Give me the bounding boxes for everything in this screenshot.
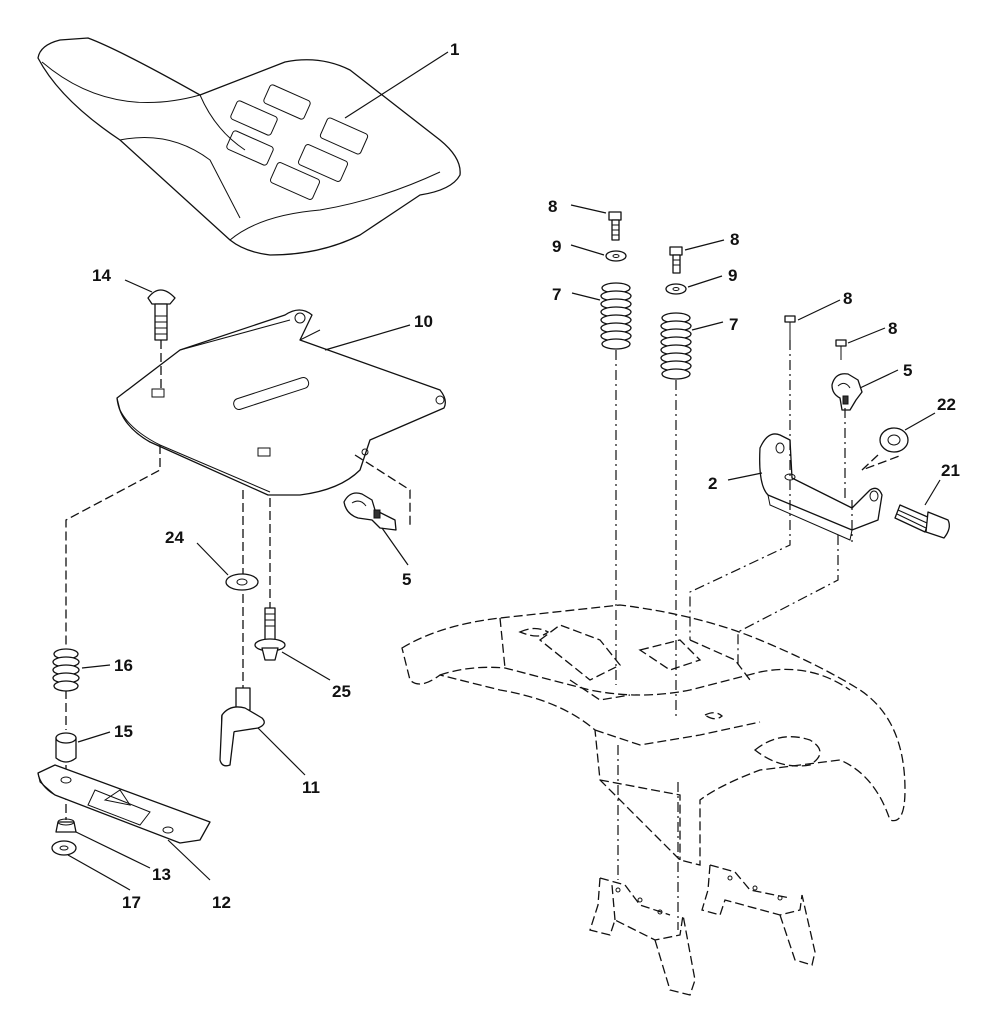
leader-line-16 <box>81 664 111 669</box>
seat-cushion-part <box>37 37 461 256</box>
leader-line-5b <box>859 369 899 389</box>
hex-bolt-part-1 <box>608 211 622 241</box>
callout-7: 7 <box>552 285 561 304</box>
callout-2: 2 <box>708 474 717 493</box>
washer-part <box>225 573 259 591</box>
callout-14: 14 <box>92 266 111 285</box>
carriage-bolt-part <box>147 289 176 341</box>
flat-washer-part-1 <box>605 250 627 262</box>
callout-25: 25 <box>332 682 351 701</box>
leader-line-10 <box>324 324 411 351</box>
hex-head-bolt-part <box>894 504 950 539</box>
centerline-8c <box>689 340 791 640</box>
callout-8: 8 <box>843 289 852 308</box>
leader-line-2 <box>727 472 763 481</box>
leader-line-8b <box>684 239 725 251</box>
leader-line-8c <box>797 299 841 321</box>
spacer-bushing-part <box>55 732 77 763</box>
leader-line-9a <box>570 244 605 256</box>
leader-line-25 <box>281 651 331 681</box>
shoulder-bolt-part <box>254 607 286 661</box>
hex-bolt-part-2 <box>669 246 683 274</box>
leader-line-22 <box>904 412 936 431</box>
callout-5: 5 <box>402 570 411 589</box>
coil-spring-part-2 <box>660 312 692 380</box>
flange-nut-part <box>879 427 909 453</box>
callout-8: 8 <box>548 197 557 216</box>
centerline-21 <box>737 535 839 665</box>
wire-clip-part-left <box>343 492 397 531</box>
callout-22: 22 <box>937 395 956 414</box>
callout-8: 8 <box>888 319 897 338</box>
leader-line-11 <box>257 727 306 776</box>
coil-spring-part-1 <box>600 282 632 350</box>
centerline-5b <box>844 408 853 542</box>
frame-rail-part <box>589 864 816 996</box>
leader-line-8d <box>847 327 886 344</box>
callout-12: 12 <box>212 893 231 912</box>
leader-line-15 <box>77 731 111 743</box>
callout-7: 7 <box>729 315 738 334</box>
flat-washer-part-2 <box>665 283 687 295</box>
centerline-16 <box>65 445 161 650</box>
callout-8: 8 <box>730 230 739 249</box>
callout-10: 10 <box>414 312 433 331</box>
seat-slide-plate-part <box>37 764 211 844</box>
callout-11: 11 <box>302 778 320 797</box>
callout-24: 24 <box>165 528 184 547</box>
callout-17: 17 <box>122 893 141 912</box>
seat-spring-part <box>52 648 80 692</box>
fender-frame-part <box>401 604 906 866</box>
callout-13: 13 <box>152 865 171 884</box>
lock-washer-part <box>51 840 77 856</box>
seat-pan-part <box>116 309 446 496</box>
callout-9: 9 <box>728 266 737 285</box>
callout-16: 16 <box>114 656 133 675</box>
leader-line-14 <box>124 279 153 293</box>
leader-line-9b <box>687 275 723 288</box>
leader-line-1 <box>344 51 449 119</box>
leader-line-21 <box>924 479 941 506</box>
seat-adjust-knob-part <box>219 687 265 767</box>
hex-bolt-part-4 <box>835 339 847 360</box>
leader-line-8a <box>570 204 607 214</box>
callout-15: 15 <box>114 722 133 741</box>
leader-line-13 <box>75 831 151 869</box>
callout-1: 1 <box>450 40 459 59</box>
leader-line-7b <box>691 321 724 331</box>
hex-bolt-part-3 <box>784 315 796 340</box>
mounting-bracket-part <box>759 433 883 541</box>
nut-part <box>55 818 77 833</box>
leader-line-7a <box>571 292 601 301</box>
leader-line-12 <box>167 839 211 881</box>
callout-5: 5 <box>903 361 912 380</box>
wire-clip-part-right <box>831 373 863 411</box>
leader-line-24 <box>196 542 229 576</box>
clip-5-dash <box>354 454 411 525</box>
leader-line-17 <box>67 854 131 891</box>
leader-line-5a <box>381 527 409 566</box>
callout-9: 9 <box>552 237 561 256</box>
callout-21: 21 <box>941 461 960 480</box>
centerline-22 <box>861 454 903 471</box>
